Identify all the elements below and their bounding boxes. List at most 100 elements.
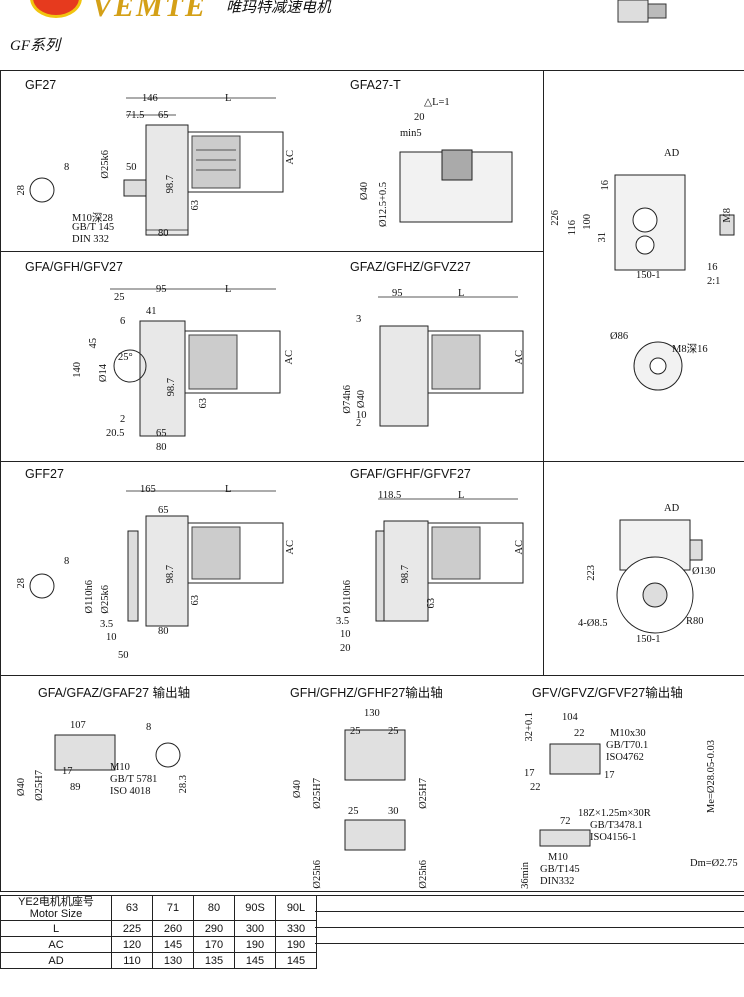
dim-side1-31: 31: [597, 232, 608, 243]
dim-gfa27t-12.5: Ø12.5+0.5: [378, 182, 389, 228]
panel-title-shaft1: GFA/GFAZ/GFAF27 输出轴: [38, 686, 191, 700]
note-shaft3-m10: M10: [548, 852, 568, 863]
dim-gff-3.5: 3.5: [100, 619, 114, 630]
dim-shaft1-28.3: 28.3: [178, 775, 189, 794]
dim-gfa-25deg: 25°: [118, 352, 133, 363]
dim-shaft1-17: 17: [62, 766, 73, 777]
note-shaft1-iso: ISO 4018: [110, 786, 151, 797]
brand-name: VEMTE: [92, 0, 208, 23]
dim-gfa27t-40: Ø40: [359, 182, 370, 201]
dim-gfa-65: 65: [156, 428, 167, 439]
dim-gfaf-63: 63: [426, 598, 437, 609]
size-cell: 90L: [275, 895, 317, 921]
dim-gfa27t-20: 20: [414, 112, 425, 123]
dim-gf27-146: 146: [142, 93, 158, 104]
dim-side2-86: Ø86: [610, 331, 629, 342]
dim-gfaf-10: 10: [340, 629, 351, 640]
divider-row1: [0, 251, 543, 252]
dim-side1-AD: AD: [664, 148, 680, 159]
drawing-shaft3: [539, 743, 601, 847]
note-shaft3-iso4762: ISO4762: [606, 752, 644, 763]
frame-divider-right: [543, 70, 544, 675]
dim-gfaf-AC: AC: [514, 540, 525, 555]
dim-shaft2-25c: 25: [348, 806, 359, 817]
table-row: AC 120 145 170 190 190: [0, 936, 317, 953]
panel-title-gff: GFF27: [25, 467, 64, 481]
dim-gfaf-110: Ø110h6: [342, 580, 353, 614]
dim-gff-AC: AC: [285, 540, 296, 555]
dim-shaft1-25: Ø25H7: [34, 770, 45, 801]
dim-gff-110: Ø110h6: [84, 580, 95, 614]
size-cell: 63: [111, 895, 153, 921]
dim-shaft1-107: 107: [70, 720, 86, 731]
dim-shaft3-36min: 36min: [520, 862, 531, 889]
note-shaft3-gbt3478: GB/T3478.1: [590, 820, 643, 831]
dim-shaft2-25h6b: Ø25h6: [418, 860, 429, 889]
drawing-side3: [616, 519, 703, 634]
dim-side3-130: Ø130: [692, 566, 716, 577]
panel-title-shaft3: GFV/GFVZ/GFVF27输出轴: [532, 686, 683, 700]
drawing-gff: [29, 490, 284, 627]
note-shaft3-m10x30: M10x30: [610, 728, 646, 739]
dim-gfa-95: 95: [156, 284, 167, 295]
dim-gfa-63: 63: [198, 398, 209, 409]
drawing-gfa27t: [399, 149, 513, 223]
dim-gfa-25: 25: [114, 292, 125, 303]
dim-gff-L: L: [225, 484, 232, 495]
dim-gfa27t-min5: min5: [400, 128, 422, 139]
note-gf27-din: DIN 332: [72, 234, 110, 245]
dim-side1-116: 116: [567, 220, 578, 236]
header-gearbox-thumbnail: [617, 0, 667, 23]
drawing-gfa: [110, 288, 281, 437]
size-cell: 71: [152, 895, 194, 921]
dim-side3-holes: 4-Ø8.5: [578, 618, 608, 629]
note-shaft3-gbt70: GB/T70.1: [606, 740, 649, 751]
dim-gfaz-L: L: [458, 288, 465, 299]
dim-shaft1-89: 89: [70, 782, 81, 793]
dim-gf27-L: L: [225, 93, 232, 104]
brand-name-cn: 唯玛特减速电机: [226, 0, 332, 16]
dim-gf27-80: 80: [158, 228, 169, 239]
drawing-gfaz: [378, 296, 524, 427]
dim-gf27-71.5: 71.5: [126, 110, 145, 121]
dim-gff-8: 8: [64, 556, 70, 567]
dim-gff-65: 65: [158, 505, 169, 516]
dim-shaft2-25b: 25: [388, 726, 399, 737]
dim-gff-50: 50: [118, 650, 129, 661]
table-rule: [315, 943, 744, 944]
dim-gff-63: 63: [190, 595, 201, 606]
dim-gfaz-74: Ø74h6: [342, 385, 353, 414]
size-cell: 90S: [234, 895, 276, 921]
panel-title-gfaf: GFAF/GFHF/GFVF27: [350, 467, 471, 481]
drawing-gf27: [29, 97, 284, 236]
dim-gfa-41: 41: [146, 306, 157, 317]
drawing-shaft2: [344, 729, 406, 851]
dim-side1-100: 100: [582, 214, 593, 230]
dim-shaft3-22b: 22: [530, 782, 541, 793]
drawing-side1: [614, 174, 735, 271]
dim-shaft2-130: 130: [364, 708, 380, 719]
dim-gfa-6: 6: [120, 316, 126, 327]
dim-gfa27t-dl: △L=1: [424, 97, 450, 108]
dim-gf27-25k6: Ø25k6: [100, 150, 111, 179]
dim-gff-25: Ø25k6: [100, 585, 111, 614]
dim-gfa-98.7: 98.7: [166, 378, 177, 397]
panel-title-shaft2: GFH/GFHZ/GFHF27输出轴: [290, 686, 443, 700]
dim-gf27-28: 28: [16, 185, 27, 196]
dim-side3-AD: AD: [664, 503, 680, 514]
panel-title-gfa: GFA/GFH/GFV27: [25, 260, 123, 274]
dim-gfaf-118.5: 118.5: [378, 490, 402, 501]
dim-gf27-98.7: 98.7: [165, 175, 176, 194]
size-cell: 80: [193, 895, 235, 921]
dim-side3-150: 150-1: [636, 634, 661, 645]
dim-gf27-65: 65: [158, 110, 169, 121]
dim-side3-R80: R80: [686, 616, 704, 627]
dim-shaft3-me: Me=Ø28.05-0.03: [706, 740, 717, 813]
dim-gfaz-40: Ø40: [356, 390, 367, 409]
dim-gfaf-98.7: 98.7: [400, 565, 411, 584]
dim-shaft2-40: Ø40: [292, 780, 303, 799]
row-label: AD: [0, 952, 112, 969]
